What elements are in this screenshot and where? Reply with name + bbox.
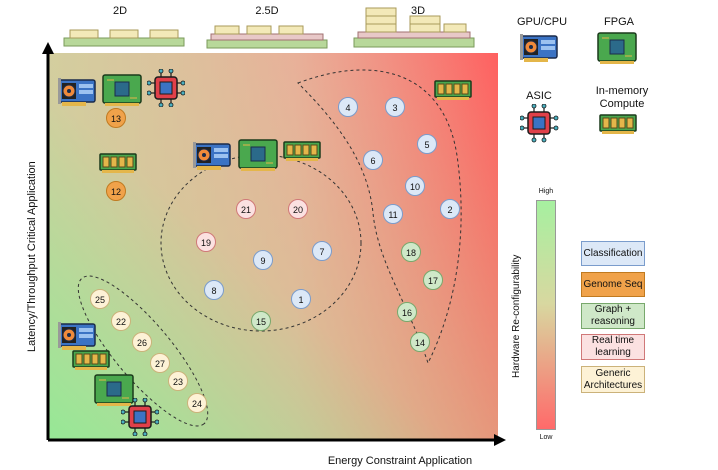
reconfig-title: Hardware Re-configurability [511, 254, 522, 378]
node-23: 23 [168, 371, 188, 391]
node-6: 6 [363, 150, 383, 170]
legend-generic-architectures: Generic Architectures [581, 366, 645, 393]
node-10: 10 [405, 176, 425, 196]
node-1: 1 [291, 289, 311, 309]
asic-chip-icon [147, 69, 185, 107]
node-22: 22 [111, 311, 131, 331]
node-17: 17 [423, 270, 443, 290]
fpga-board-icon [597, 32, 637, 65]
asic-chip-icon [121, 398, 159, 436]
node-27: 27 [150, 353, 170, 373]
legend-graph-line2: reasoning [591, 316, 635, 327]
node-26: 26 [132, 332, 152, 352]
memory-module-icon [434, 80, 472, 101]
reconfig-high-label: High [538, 188, 554, 195]
package-25d-label: 2.5D [255, 5, 279, 17]
legend-classification: Classification [581, 241, 645, 266]
gpu-card-icon [58, 77, 96, 107]
fpga-board-icon [102, 74, 142, 106]
legend-genome-seq: Genome Seq [581, 272, 645, 297]
reconfigurability-gradient-bar [536, 200, 556, 430]
package-2d-label: 2D [112, 5, 128, 17]
node-25: 25 [90, 289, 110, 309]
memory-module-icon [72, 350, 110, 371]
reconfig-low-label: Low [539, 434, 553, 441]
package-3d-icon [353, 7, 475, 48]
package-3d-label: 3D [410, 5, 426, 17]
memory-module-icon [99, 153, 137, 174]
asic-label: ASIC [526, 90, 552, 102]
node-18: 18 [401, 242, 421, 262]
legend-rt-line2: learning [595, 347, 631, 358]
in-memory-label-line2: Compute [599, 98, 645, 110]
node-12: 12 [106, 181, 126, 201]
node-20: 20 [288, 199, 308, 219]
legend-gen-line2: Architectures [583, 379, 643, 391]
node-16: 16 [397, 302, 417, 322]
legend-graph-reasoning: Graph + reasoning [581, 303, 645, 329]
package-2d-icon [63, 29, 185, 47]
fpga-label: FPGA [604, 16, 634, 28]
node-4: 4 [338, 97, 358, 117]
cluster-outlines [77, 69, 462, 427]
axes [42, 42, 506, 446]
legend-real-time-learning: Real time learning [581, 334, 645, 360]
y-axis-label: Latency/Throughput Critical Application [26, 161, 38, 352]
node-19: 19 [196, 232, 216, 252]
asic-chip-icon [520, 104, 559, 143]
node-11: 11 [383, 204, 403, 224]
memory-module-icon [283, 141, 321, 162]
legend-gen-line1: Generic [595, 367, 631, 379]
node-15: 15 [251, 311, 271, 331]
gpu-cpu-label: GPU/CPU [516, 16, 568, 28]
in-memory-label-line1: In-memory [595, 85, 649, 97]
package-25d-icon [206, 25, 328, 49]
node-3: 3 [385, 97, 405, 117]
node-24: 24 [187, 393, 207, 413]
gpu-card-icon [193, 141, 231, 171]
node-7: 7 [312, 241, 332, 261]
legend-rt-line1: Real time [591, 335, 635, 346]
legend-graph-line1: Graph + [594, 304, 632, 315]
fpga-board-icon [238, 139, 278, 171]
node-9: 9 [253, 250, 273, 270]
gpu-card-icon [58, 321, 96, 351]
node-5: 5 [417, 134, 437, 154]
node-2: 2 [440, 199, 460, 219]
memory-module-icon [599, 114, 637, 135]
x-axis-label: Energy Constraint Application [327, 455, 473, 467]
node-21: 21 [236, 199, 256, 219]
node-13: 13 [106, 108, 126, 128]
in-memory-label: In-memory Compute [586, 85, 658, 111]
gpu-card-icon [520, 33, 558, 63]
node-8: 8 [204, 280, 224, 300]
node-14: 14 [410, 332, 430, 352]
